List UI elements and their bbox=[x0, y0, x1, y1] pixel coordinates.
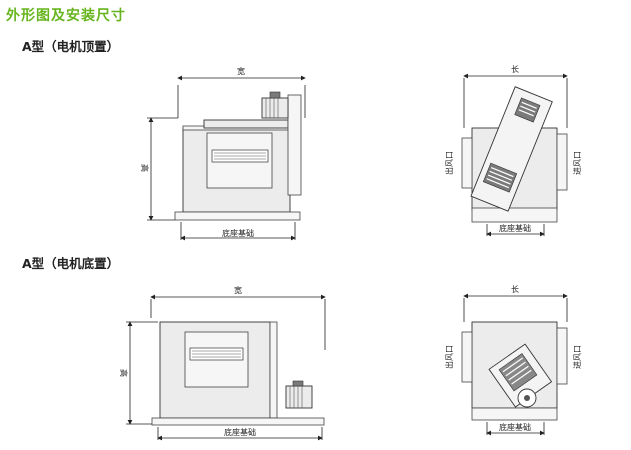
motor-side-2 bbox=[488, 343, 553, 408]
side-base-label-2: 底座基础 bbox=[499, 422, 531, 432]
base bbox=[174, 211, 301, 221]
base-label: 底座基础 bbox=[222, 228, 254, 238]
front-view-bottom-motor bbox=[126, 294, 326, 441]
inlet-label: 进风口 bbox=[573, 151, 582, 175]
side-view-top-motor bbox=[461, 73, 568, 237]
outlet-label: 出风口 bbox=[444, 151, 454, 175]
front-view-top-motor bbox=[147, 75, 306, 241]
base-label-2: 底座基础 bbox=[224, 427, 256, 437]
width-label-2: 宽 bbox=[234, 285, 242, 295]
motor-bracket bbox=[287, 94, 302, 196]
height-label: 高 bbox=[140, 164, 150, 172]
side-base-label: 底座基础 bbox=[499, 223, 531, 233]
section-title-bottom-motor: A型（电机底置） bbox=[22, 256, 120, 271]
length-label: 长 bbox=[511, 64, 519, 74]
page-title: 外形图及安装尺寸 bbox=[6, 8, 126, 24]
side-view-bottom-motor bbox=[461, 293, 568, 436]
side-base-2 bbox=[471, 407, 558, 421]
outlet-flange-2 bbox=[461, 331, 473, 383]
motor-side bbox=[470, 86, 553, 212]
inlet-flange-2 bbox=[556, 327, 568, 385]
width-label: 宽 bbox=[237, 66, 245, 76]
height-label-2: 高 bbox=[119, 369, 129, 377]
inlet-label-2: 进风口 bbox=[573, 345, 582, 369]
side-base bbox=[471, 207, 558, 223]
section-title-top-motor: A型（电机顶置） bbox=[22, 39, 120, 54]
inlet-flange bbox=[556, 133, 568, 191]
base-2 bbox=[151, 417, 325, 426]
outlet-label-2: 出风口 bbox=[444, 345, 454, 369]
length-label-2: 长 bbox=[511, 284, 519, 294]
outlet-flange bbox=[461, 137, 473, 189]
